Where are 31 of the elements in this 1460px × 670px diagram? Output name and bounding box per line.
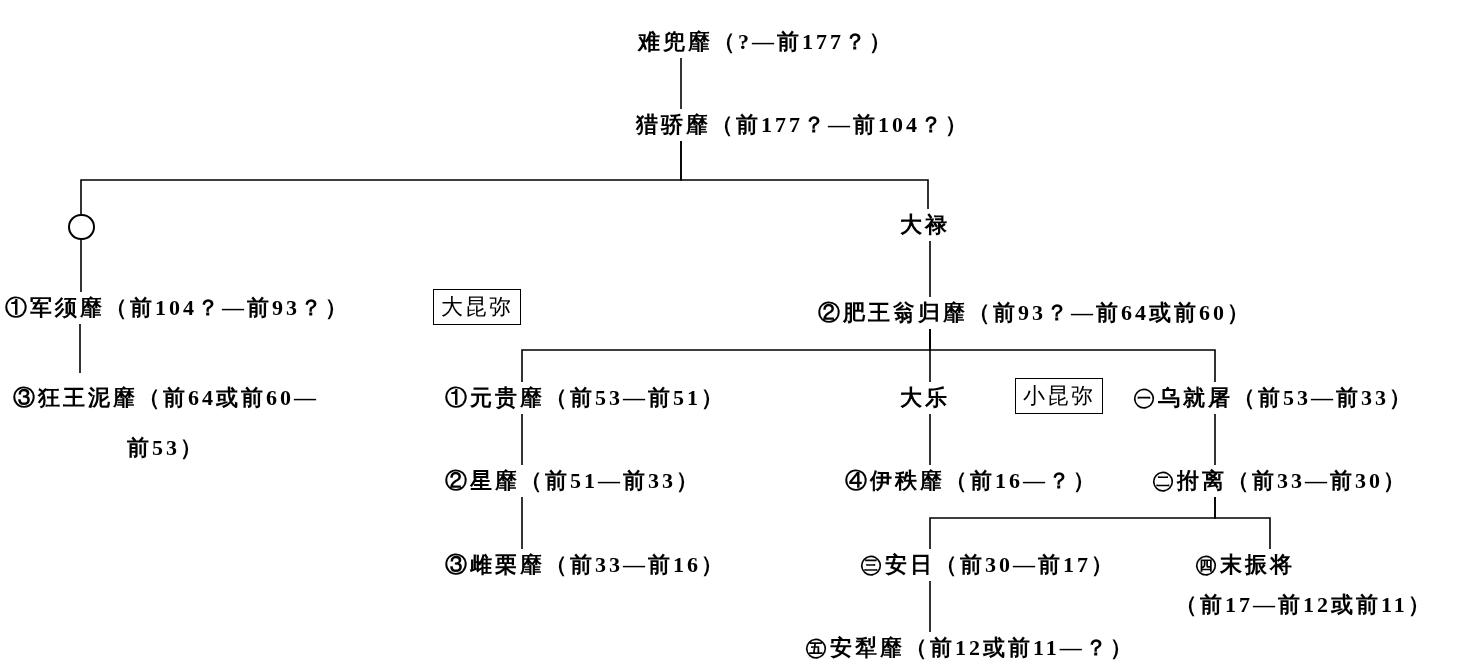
connector-line	[1214, 496, 1271, 550]
connector-line	[521, 496, 523, 550]
connector-line	[521, 413, 523, 466]
ruler-name: ①元贵靡（前53—前51）	[445, 382, 726, 414]
reign-dates: （前17—前12或前11）	[1175, 591, 1433, 619]
connector-line	[680, 57, 682, 110]
ruler-name: 猎骄靡（前177？—前104？）	[636, 109, 970, 141]
connector-line	[929, 413, 931, 466]
rank-title-box: 小昆弥	[1015, 378, 1103, 414]
rank-title-box: 大昆弥	[433, 289, 521, 325]
connector-line	[79, 323, 81, 374]
ruler-name: ④伊秩靡（前16—？）	[845, 465, 1098, 497]
ruler-name: ㊂安日（前30—前17）	[860, 549, 1116, 581]
connector-line	[929, 328, 1216, 383]
connector-line	[929, 240, 931, 298]
ruler-name: ㊄安犁靡（前12或前11—？）	[805, 632, 1135, 664]
ruler-name: ②星靡（前51—前33）	[445, 465, 701, 497]
ruler-name: ㊃末振将	[1195, 551, 1295, 579]
person-name: 大禄	[900, 209, 950, 241]
connector-line	[929, 580, 931, 633]
ruler-name: ②肥王翁归靡（前93？—前64或前60）	[818, 297, 1252, 329]
ruler-name: 难兜靡（?—前177？）	[638, 26, 894, 58]
ruler-name: ③狂王泥靡（前64或前60—前53）	[5, 373, 327, 473]
ruler-name: ㊀乌就屠（前53—前33）	[1133, 382, 1414, 414]
ruler-name: ㊁拊离（前33—前30）	[1152, 465, 1408, 497]
connector-line	[1214, 413, 1216, 466]
ruler-name: ①军须靡（前104？—前93？）	[5, 292, 350, 324]
ruler-name: ③雌栗靡（前33—前16）	[445, 549, 726, 581]
connector-line	[680, 140, 929, 210]
person-name: 大乐	[900, 382, 950, 414]
connector-line	[80, 239, 82, 293]
